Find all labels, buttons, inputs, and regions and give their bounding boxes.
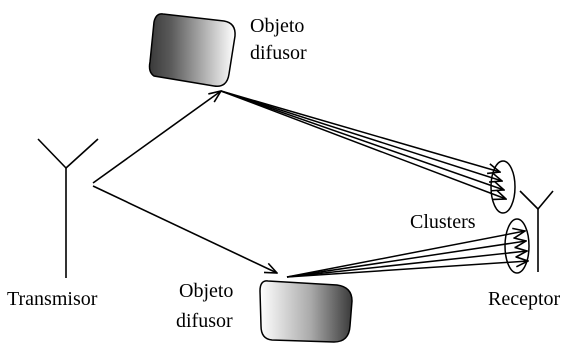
scatterer-bottom: Objeto difusor [176, 280, 353, 343]
receiver-antenna-icon [519, 190, 554, 272]
scatterer-top: Objeto difusor [148, 13, 307, 87]
scattered-ray-top-4 [220, 90, 506, 199]
scatterer-bottom-label-line1: Objeto [179, 280, 233, 302]
scattered-ray-bottom-2 [286, 241, 526, 278]
transmitter-antenna-icon [37, 138, 99, 278]
transmitter-label: Transmisor [7, 288, 98, 310]
scattered-ray-top-1 [220, 90, 500, 172]
ray-tx-to-bottom-scatterer [92, 185, 277, 273]
transmitter: Transmisor [7, 138, 99, 310]
scatterer-bottom-label-line2: difusor [176, 310, 233, 332]
scattered-rays-bottom [286, 231, 528, 278]
scatterer-top-label-line2: difusor [250, 42, 307, 64]
clusters-label: Clusters [410, 211, 476, 233]
receiver-label: Receptor [488, 288, 561, 310]
scattered-ray-top-2 [220, 90, 502, 181]
scatterer-top-label-line1: Objeto [250, 15, 304, 37]
cluster-ellipse-top [490, 160, 516, 214]
scatterer-top-shape [148, 13, 236, 87]
receiver: Receptor [488, 190, 561, 310]
scattered-ray-bottom-3 [286, 251, 527, 278]
scatterer-bottom-shape [259, 280, 353, 343]
scattered-ray-bottom-4 [286, 261, 528, 278]
transmit-rays [92, 91, 277, 273]
clusters: Clusters [410, 160, 530, 274]
cluster-ellipse-bottom [504, 218, 530, 274]
scattered-rays-top [220, 90, 506, 199]
scattered-ray-bottom-1 [286, 231, 525, 278]
scattered-ray-top-3 [220, 90, 504, 190]
ray-tx-to-top-scatterer [92, 91, 221, 184]
